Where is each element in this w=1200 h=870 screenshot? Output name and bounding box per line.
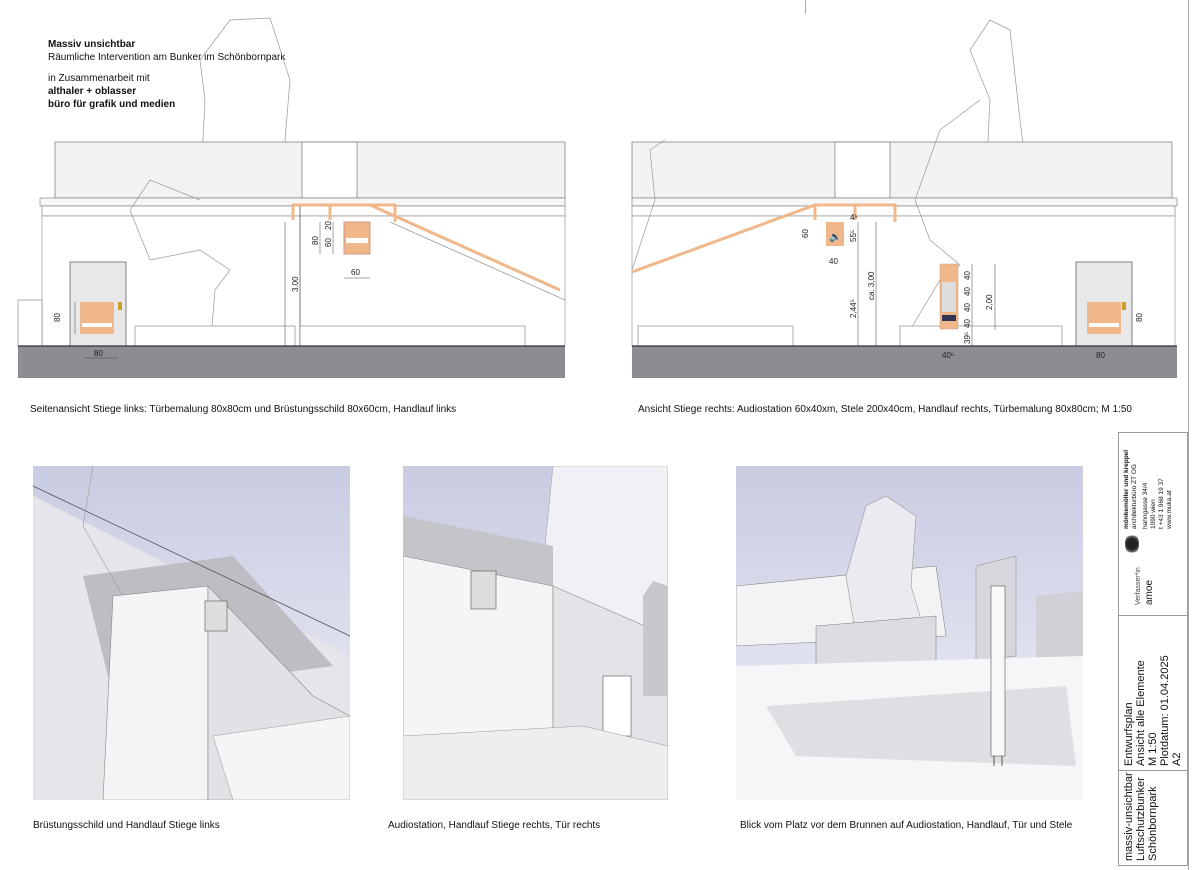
caption-elevation-right: Ansicht Stiege rechts: Audiostation 60x4…: [638, 404, 1132, 415]
office-logo-icon: [1125, 533, 1139, 555]
dim-audio-60: 60: [801, 229, 810, 238]
dim-door-80-height: 80: [53, 313, 62, 322]
plan-type: Entwurfsplan: [1123, 702, 1135, 766]
dim-stele-width: 40⁵: [942, 351, 954, 360]
sheet-border-right: [1188, 0, 1189, 870]
project-name-1: massiv-unsichtbar: [1123, 772, 1135, 861]
office-phone: t +43 1 968 19 37: [1158, 478, 1165, 529]
partner-1: althaler + oblasser: [48, 86, 137, 97]
dim-door-80-width: 80: [1096, 351, 1105, 360]
project-subtitle: Räumliche Intervention am Bunker im Schö…: [48, 52, 286, 63]
plot-date: Plotdatum: 01.04.2025: [1159, 655, 1171, 766]
dim-55: 55⁵: [849, 230, 858, 242]
project-name-2: Luftschutzbunker: [1135, 777, 1147, 861]
partner-2: büro für grafik und medien: [48, 99, 176, 110]
dim-stele-40-c: 40: [963, 303, 972, 312]
title-block: mönkemöller und kreppel architekturbüro …: [1118, 432, 1188, 866]
paper-format: A2: [1171, 752, 1183, 766]
dim-door-80-width: 80: [94, 349, 103, 358]
dim-stele-40-b: 40: [963, 287, 972, 296]
office-sub: architekturbüro ZT OG: [1131, 464, 1138, 529]
caption-render-1: Brüstungsschild und Handlauf Stiege link…: [33, 820, 220, 831]
dim-4: 4⁵: [850, 213, 858, 222]
project-title: Massiv unsichtbar: [48, 39, 136, 50]
office-address-1: hahngasse 34/4: [1142, 482, 1149, 529]
intro-text: Massiv unsichtbar Räumliche Intervention…: [48, 38, 285, 111]
project-section: massiv-unsichtbar Luftschutzbunker Schön…: [1119, 771, 1187, 865]
dim-2-44: 2,44⁵: [849, 299, 858, 318]
caption-render-2: Audiostation, Handlauf Stiege rechts, Tü…: [388, 820, 601, 831]
svg-text:🔈: 🔈: [829, 232, 841, 243]
project-name-3: Schönbornpark: [1147, 786, 1159, 861]
elevation-left: 80 60 20 60 3.00 80 80: [17, 17, 566, 378]
render-blick-vom-platz: [736, 466, 1083, 800]
office-address-2: 1090 wien: [1150, 499, 1157, 529]
dim-20: 20: [324, 221, 333, 230]
dim-3-00: 3.00: [291, 276, 300, 292]
dim-stele-40-a: 40: [963, 271, 972, 280]
office-web: www.muka.at: [1166, 490, 1173, 529]
dim-80-height: 80: [311, 236, 320, 245]
dim-audio-40: 40: [829, 257, 838, 266]
dim-60-height: 60: [324, 238, 333, 247]
plan-title: Ansicht alle Elemente: [1135, 660, 1147, 766]
dim-39: 39⁵: [963, 332, 972, 344]
caption-render-3: Blick vom Platz vor dem Brunnen auf Audi…: [740, 820, 1073, 831]
office-name: mönkemöller und kreppel: [1123, 449, 1130, 529]
plan-scale: M 1:50: [1147, 732, 1159, 766]
author-label: Verfasser*in: [1135, 567, 1142, 605]
dim-ca-3-00: ca. 3,00: [867, 271, 876, 300]
render-bruestungsschild: [33, 466, 350, 800]
elevation-right: 🔈 60 40 55⁵ 4⁵ 2,44⁵ ca. 3,00 40 40 40 4…: [631, 19, 1178, 378]
sheet-fold-line: [805, 0, 806, 14]
caption-elevation-left: Seitenansicht Stiege links: Türbemalung …: [30, 404, 457, 415]
render-audiostation: [403, 466, 668, 800]
collab-label: in Zusammenarbeit mit: [48, 73, 150, 84]
dim-door-80-height: 80: [1135, 313, 1144, 322]
dim-stele-2-00: 2,00: [985, 294, 994, 310]
office-section: mönkemöller und kreppel architekturbüro …: [1119, 433, 1187, 616]
dim-60-width: 60: [351, 268, 360, 277]
author-name: amoe: [1144, 579, 1155, 605]
dim-stele-40-d: 40: [963, 319, 972, 328]
plan-section: Entwurfsplan Ansicht alle Elemente M 1:5…: [1119, 616, 1187, 771]
